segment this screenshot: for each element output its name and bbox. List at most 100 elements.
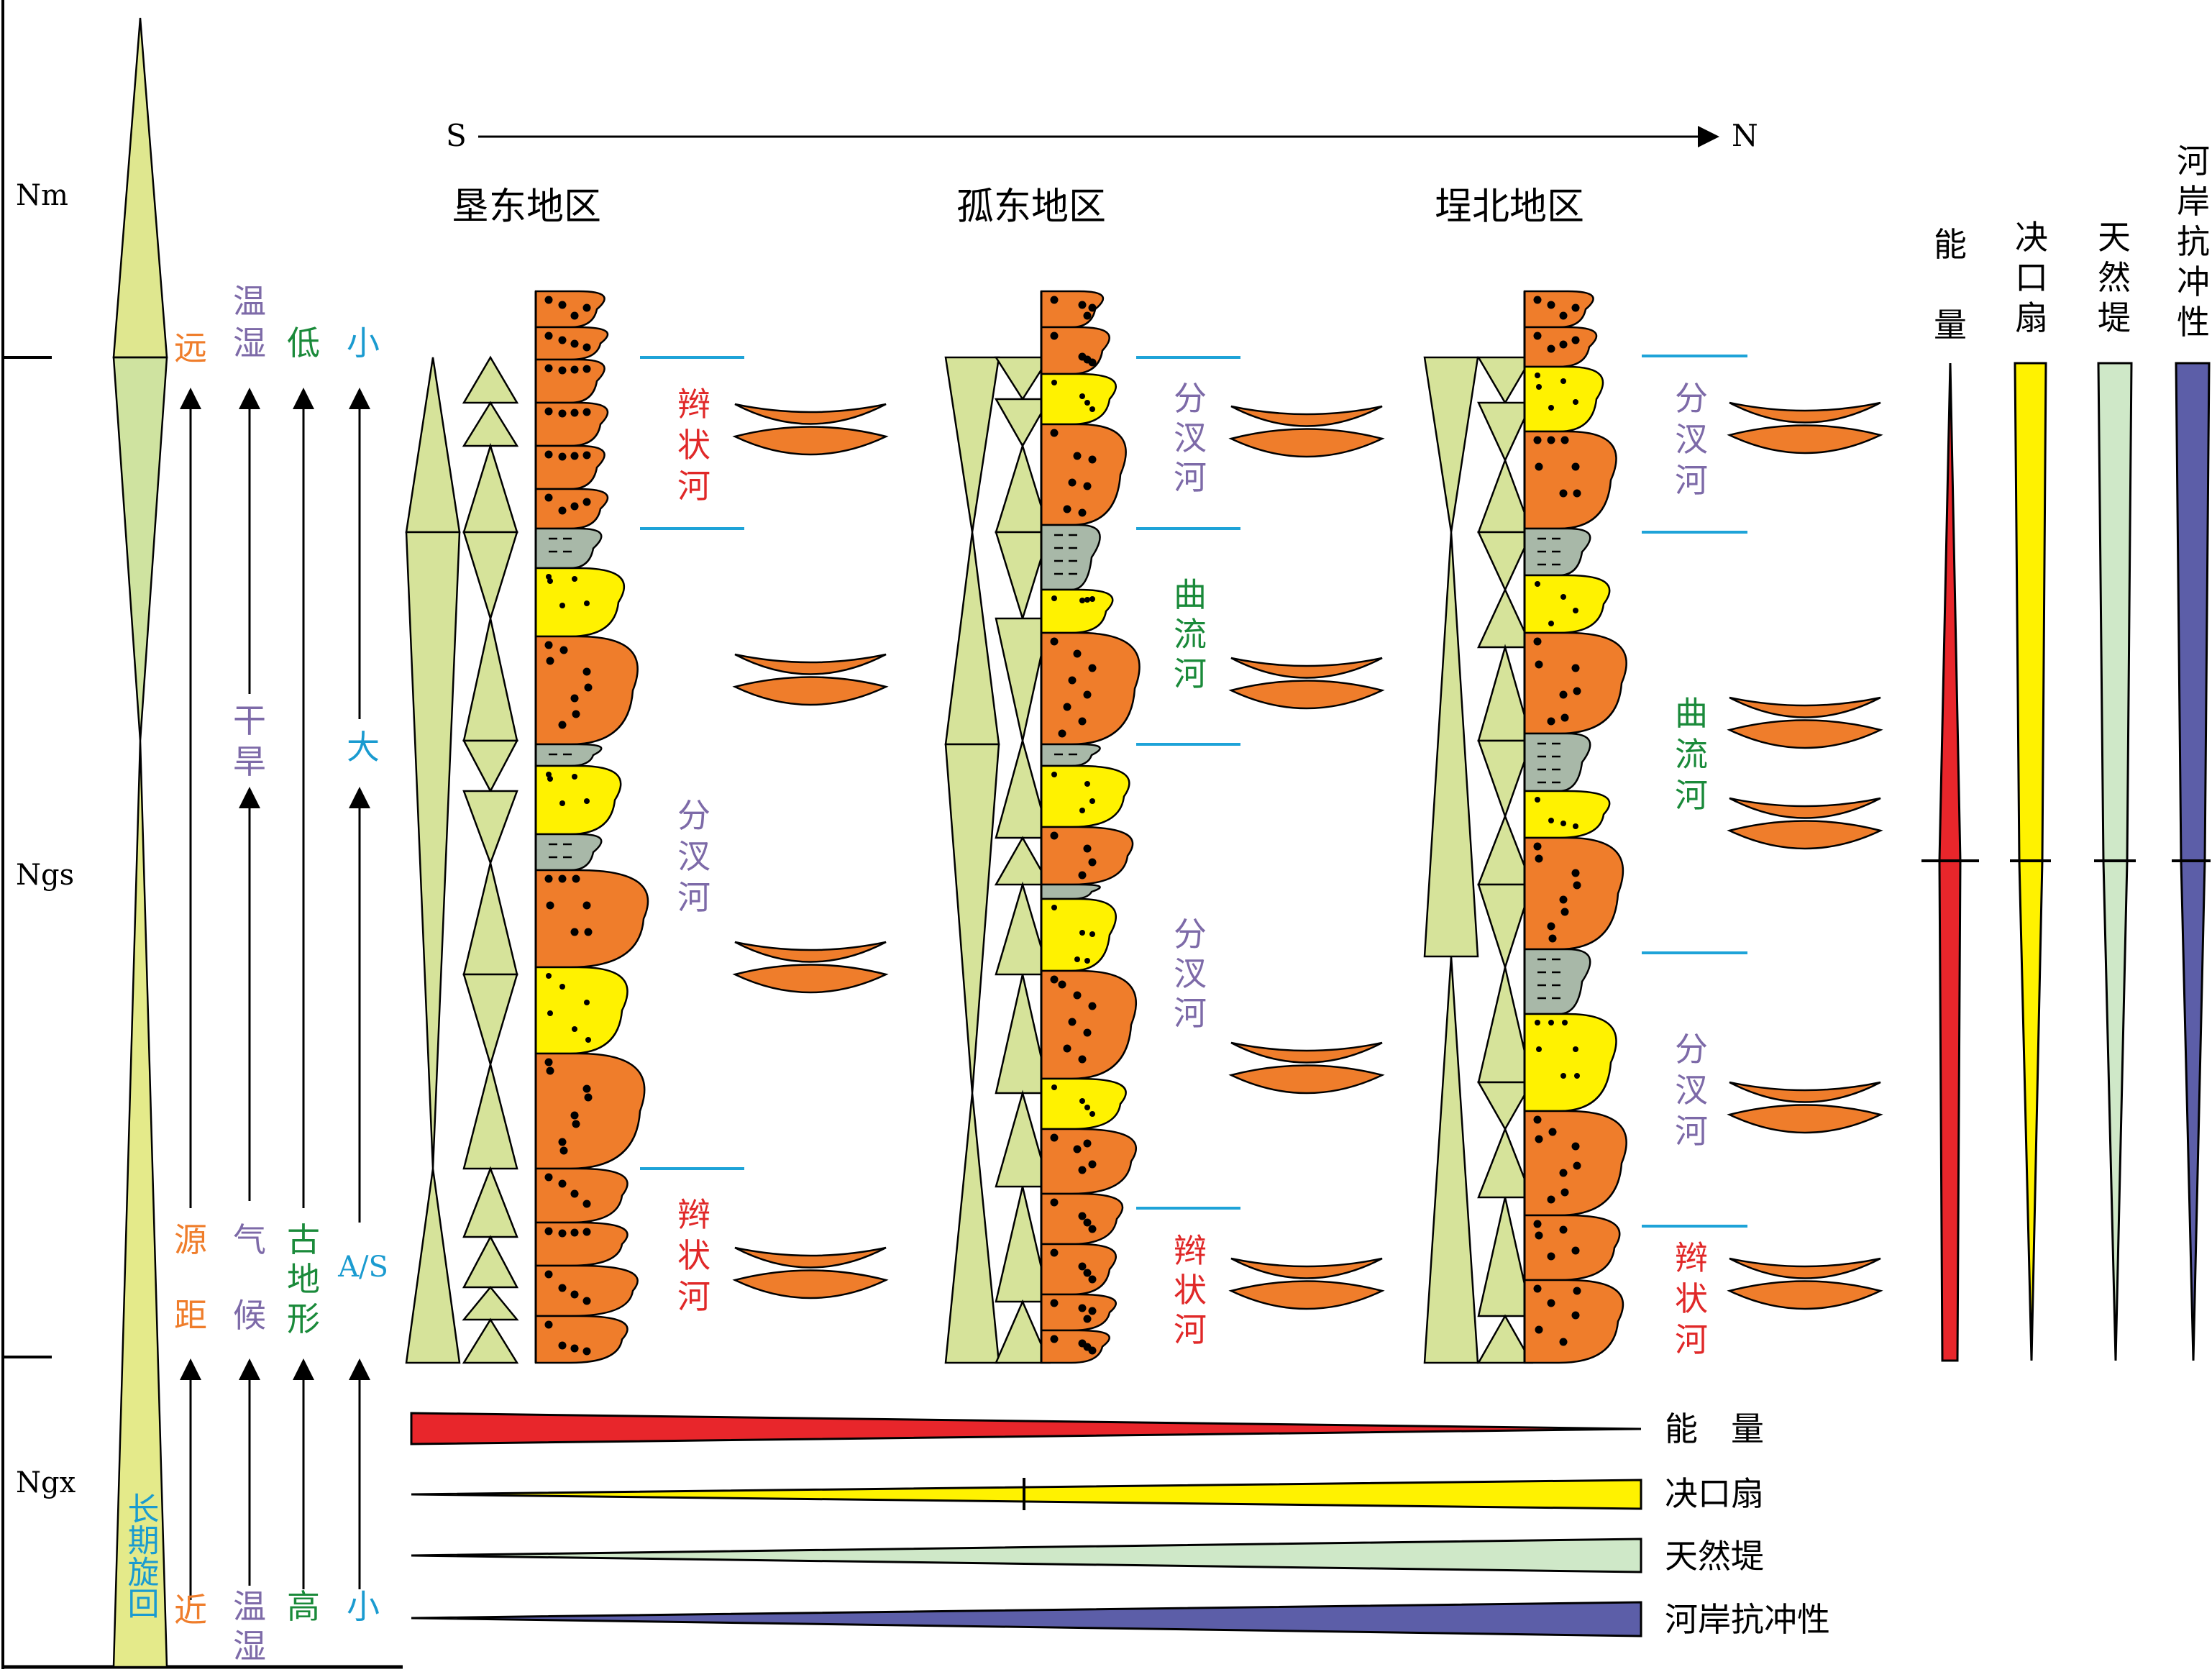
grain-dot [1548, 1128, 1557, 1136]
grain-dot [1068, 1018, 1077, 1026]
grain-dot [544, 450, 553, 459]
grain-dot [1574, 1073, 1580, 1079]
cycle-triangle [1477, 401, 1533, 462]
lithology-bed [1040, 826, 1134, 886]
grain-dot [558, 874, 567, 883]
grain-dot [1063, 505, 1071, 513]
grain-dot [570, 928, 579, 936]
grain-dot [1083, 1028, 1092, 1037]
grain-dot [558, 1138, 567, 1146]
grain-dot [1535, 462, 1543, 471]
grain-dot [1547, 1195, 1555, 1204]
grain-dot [1084, 1105, 1090, 1110]
grain-dot [582, 408, 591, 416]
cycle-triangle [462, 1235, 519, 1289]
channel-lens [1230, 1041, 1383, 1064]
topo-name-3: 形 [287, 1299, 320, 1338]
vtrend-char: 扇 [2015, 298, 2048, 337]
grain-dot [572, 576, 577, 582]
grain-dot [1083, 1315, 1092, 1323]
grain-dot [1559, 489, 1568, 498]
grain-dot [558, 336, 567, 344]
facies-char: 分 [1174, 915, 1207, 954]
cycle-triangle [1476, 1081, 1534, 1131]
grain-dot [1560, 821, 1566, 826]
grain-dot [1533, 637, 1542, 646]
channel-lens [1727, 820, 1883, 850]
grain-dot [1533, 332, 1542, 340]
direction-north: N [1732, 118, 1758, 153]
grain-dot [1050, 1299, 1059, 1307]
grain-dot [570, 365, 579, 374]
lithology-columns [405, 290, 1883, 1364]
cycle-triangle [462, 790, 518, 866]
grain-dot [1073, 649, 1082, 658]
channel-lens [1729, 696, 1881, 718]
stratigraphic-column: Nm Ngs Ngx [1, 0, 403, 1669]
grain-dot [582, 451, 591, 460]
grain-dot [1548, 818, 1554, 823]
grain-dot [570, 694, 579, 703]
grain-dot [1536, 1046, 1542, 1052]
grain-dot [582, 1200, 591, 1208]
cycle-triangle [462, 1064, 518, 1170]
grain-dot [558, 1229, 567, 1238]
grain-dot [1078, 1304, 1087, 1312]
facies-char: 河 [1675, 1112, 1708, 1151]
topo-name-1: 古 [287, 1220, 320, 1259]
cycle-triangle [462, 1286, 519, 1321]
lithology-column-kendong [534, 290, 649, 1364]
facies-label-chengbei-2: 曲 流 河 [1675, 694, 1708, 815]
channel-lens [1228, 1280, 1385, 1310]
facies-char: 辫 [677, 1195, 710, 1234]
grain-dot [1547, 301, 1555, 309]
grain-dot [1559, 1225, 1568, 1234]
grain-dot [1088, 1307, 1097, 1315]
grain-dot [1050, 1133, 1059, 1142]
grain-dot [570, 408, 579, 417]
channel-lens [732, 964, 889, 994]
facies-char: 分 [1174, 379, 1207, 418]
source-name-2: 距 [174, 1296, 207, 1335]
facies-labels: 辫 状 河 分 汊 河 辫 状 河 分 汊 河 曲 流 河 分 汊 河 [677, 379, 1708, 1359]
grain-dot [544, 364, 553, 373]
facies-char: 河 [1174, 458, 1207, 497]
facies-char: 河 [677, 1277, 710, 1316]
vtrend-char: 量 [1934, 306, 1967, 344]
htrend-levee-label: 天然堤 [1665, 1537, 1764, 1576]
climate-top-2: 湿 [233, 324, 266, 362]
facies-char: 状 [1675, 1279, 1708, 1318]
grain-dot [572, 774, 577, 780]
grain-dot [572, 1120, 580, 1128]
channel-lens [1230, 657, 1383, 679]
grain-dot [1050, 1198, 1059, 1207]
grain-dot [1533, 1284, 1542, 1293]
grain-dot [1051, 595, 1057, 601]
grain-dot [559, 1146, 568, 1155]
vtrend-bank-label: 河 岸 抗 冲 性 [2177, 142, 2210, 342]
facies-char: 河 [1174, 1310, 1207, 1349]
topo-top: 低 [287, 324, 320, 362]
htrend-bank-label: 河岸抗冲性 [1665, 1600, 1830, 1639]
cycle-triangle [405, 531, 461, 1169]
grain-dot [1560, 1073, 1566, 1079]
facies-char: 状 [1174, 1271, 1207, 1310]
grain-dot [558, 409, 567, 418]
cycle-triangle [462, 1317, 519, 1364]
lithology-bed [1523, 631, 1627, 735]
grain-dot [1073, 1145, 1082, 1154]
channel-lens [1230, 1257, 1383, 1279]
grain-dot [1083, 844, 1092, 853]
grain-dot [570, 1111, 579, 1120]
grain-dot [558, 452, 567, 461]
control-factors: 远 源 距 近 温 湿 干 旱 气 候 温 湿 低 古 地 形 高 小 大 A/… [174, 282, 388, 1666]
grain-dot [1571, 1142, 1580, 1151]
grain-dot [1088, 664, 1097, 672]
lithology-bed [1040, 969, 1138, 1080]
grain-dot [544, 641, 553, 649]
grain-dot [1533, 1220, 1542, 1228]
stage-label-ngx: Ngx [16, 1466, 76, 1499]
lithology-bed [1040, 1329, 1110, 1364]
grain-dot [572, 874, 580, 883]
